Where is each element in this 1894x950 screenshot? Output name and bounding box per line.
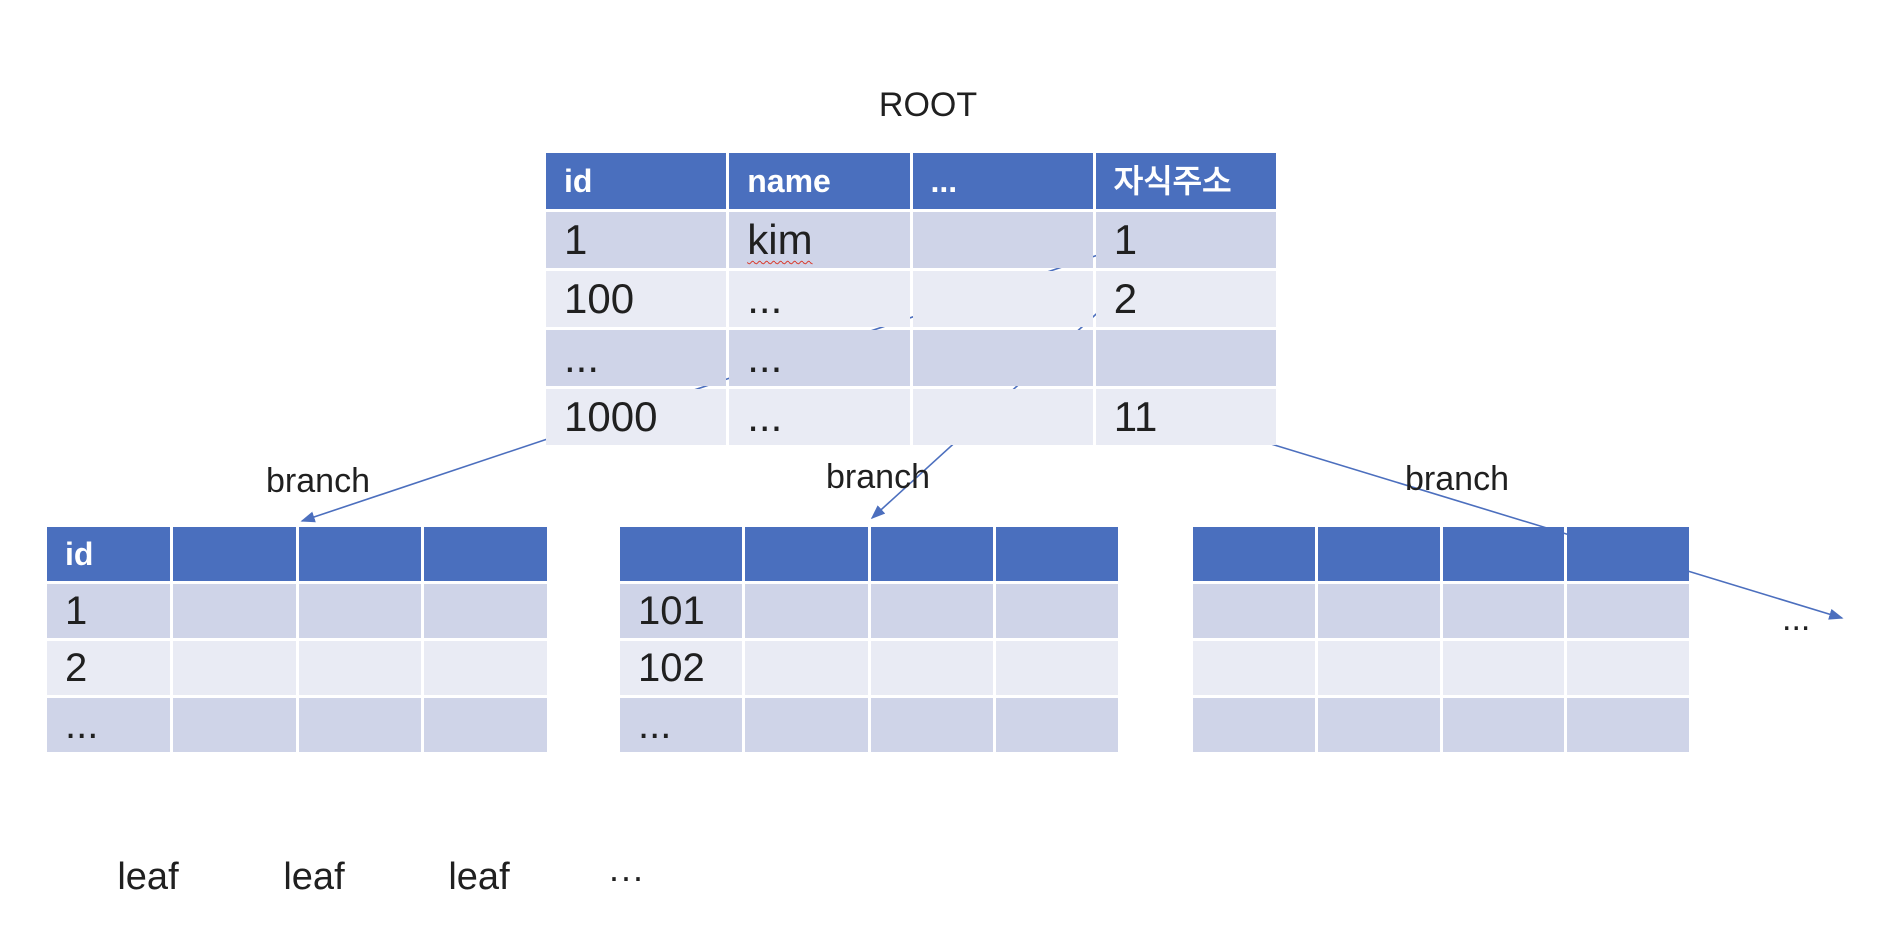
header-cell <box>620 527 743 581</box>
table-cell: 102 <box>620 641 743 695</box>
table-cell: 100 <box>546 271 727 327</box>
table-cell: ... <box>546 330 727 386</box>
table-cell: ... <box>47 698 170 752</box>
table-cell: ... <box>729 330 910 386</box>
leaf-label-1: leaf <box>117 856 179 898</box>
header-cell: ... <box>912 153 1093 209</box>
branch-label-right: branch <box>1405 460 1509 498</box>
misspelled-word: kim <box>747 216 813 263</box>
table-row: ... <box>47 698 547 752</box>
leaf-ellipsis: ··· <box>608 856 644 897</box>
table-cell <box>912 271 1093 327</box>
table-cell <box>1317 698 1440 752</box>
more-branches-ellipsis: ... <box>1782 600 1811 638</box>
table-cell <box>1095 330 1276 386</box>
table-cell <box>870 584 993 638</box>
header-row <box>620 527 1118 581</box>
header-cell <box>424 527 547 581</box>
table-cell <box>745 641 868 695</box>
table-cell <box>870 641 993 695</box>
table-cell <box>1567 698 1689 752</box>
table-cell <box>745 698 868 752</box>
table-cell <box>1567 641 1689 695</box>
table-row: 102 <box>620 641 1118 695</box>
leaf-label-3: leaf <box>448 856 510 898</box>
table-cell <box>172 698 296 752</box>
table-cell <box>1442 641 1565 695</box>
table-cell <box>870 698 993 752</box>
table-cell <box>298 641 422 695</box>
table-cell <box>912 330 1093 386</box>
table-cell <box>995 698 1118 752</box>
header-cell <box>1193 527 1315 581</box>
table-cell <box>1193 641 1315 695</box>
table-cell: 1000 <box>546 389 727 445</box>
table-cell: 11 <box>1095 389 1276 445</box>
header-cell <box>1567 527 1689 581</box>
header-cell <box>745 527 868 581</box>
table-cell <box>745 584 868 638</box>
table-row: ... <box>620 698 1118 752</box>
table-row: 1 kim 1 <box>546 212 1276 268</box>
table-cell <box>995 641 1118 695</box>
table-cell: 1 <box>47 584 170 638</box>
table-cell <box>1193 584 1315 638</box>
table-cell <box>1317 584 1440 638</box>
table-cell: 1 <box>1095 212 1276 268</box>
branch-right-table <box>1190 524 1692 755</box>
table-row: 2 <box>47 641 547 695</box>
table-row: 101 <box>620 584 1118 638</box>
header-row: id <box>47 527 547 581</box>
header-cell <box>298 527 422 581</box>
table-cell <box>424 641 547 695</box>
leaf-label-2: leaf <box>283 856 345 898</box>
table-cell: ... <box>729 389 910 445</box>
branch-label-left: branch <box>266 462 370 500</box>
header-cell <box>870 527 993 581</box>
table-row <box>1193 641 1689 695</box>
table-row: 1000... 11 <box>546 389 1276 445</box>
table-cell <box>912 389 1093 445</box>
header-row <box>1193 527 1689 581</box>
table-cell <box>424 698 547 752</box>
table-cell <box>995 584 1118 638</box>
table-cell <box>298 584 422 638</box>
root-title: ROOT <box>878 86 978 124</box>
header-cell: name <box>729 153 910 209</box>
table-cell: 2 <box>1095 271 1276 327</box>
table-cell <box>172 584 296 638</box>
table-cell: ... <box>729 271 910 327</box>
table-cell: kim <box>729 212 910 268</box>
table-row: ...... <box>546 330 1276 386</box>
table-cell <box>424 584 547 638</box>
table-cell <box>172 641 296 695</box>
table-row: 1 <box>47 584 547 638</box>
branch-label-middle: branch <box>826 458 930 496</box>
table-row: 100... 2 <box>546 271 1276 327</box>
table-cell <box>912 212 1093 268</box>
table-cell: 1 <box>546 212 727 268</box>
table-cell <box>1317 641 1440 695</box>
table-cell: 101 <box>620 584 743 638</box>
header-cell <box>1442 527 1565 581</box>
table-cell <box>1442 698 1565 752</box>
table-cell <box>1193 698 1315 752</box>
table-cell: ... <box>620 698 743 752</box>
header-cell: 자식주소 <box>1095 153 1276 209</box>
table-cell: 2 <box>47 641 170 695</box>
header-cell <box>995 527 1118 581</box>
table-cell <box>1567 584 1689 638</box>
header-cell: id <box>47 527 170 581</box>
table-row <box>1193 584 1689 638</box>
header-cell: id <box>546 153 727 209</box>
table-cell <box>298 698 422 752</box>
table-cell <box>1442 584 1565 638</box>
table-row <box>1193 698 1689 752</box>
header-cell <box>172 527 296 581</box>
header-cell <box>1317 527 1440 581</box>
